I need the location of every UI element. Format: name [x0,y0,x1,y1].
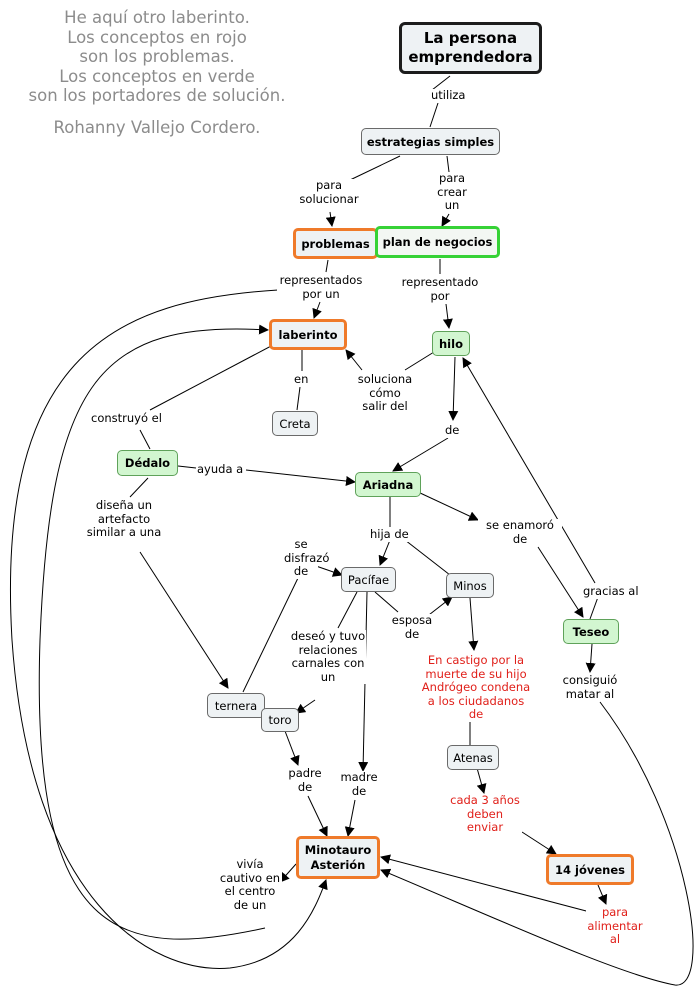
node-atenas[interactable]: Atenas [447,745,499,770]
node-dedalo[interactable]: Dédalo [117,450,178,476]
link-se-enamoro-de: se enamoró de [478,518,562,546]
link-disena-un-artefacto: diseña un artefacto similar a una [86,498,162,540]
intro-line: son los problemas. [79,47,235,66]
intro-text: He aquí otro laberinto. Los conceptos en… [12,8,302,137]
node-minos[interactable]: Minos [446,573,494,598]
link-consiguio-matar-al: consiguió matar al [558,673,622,701]
intro-line: Los conceptos en rojo [67,27,247,47]
link-de: de [445,423,460,438]
intro-line: Los conceptos en verde [59,66,255,86]
node-14-jovenes[interactable]: 14 jóvenes [546,854,634,885]
link-madre-de: madre de [338,770,380,798]
link-cada-3-anos: cada 3 años deben enviar [448,793,522,835]
link-en-castigo: En castigo por la muerte de su hijo Andr… [420,653,532,722]
node-problemas[interactable]: problemas [293,228,378,259]
link-para-crear-un: para crear un [432,171,472,213]
node-minotauro-asterion[interactable]: Minotauro Asterión [296,836,380,879]
node-persona-emprendedora[interactable]: La persona emprendedora [399,22,542,74]
node-laberinto[interactable]: laberinto [269,319,347,350]
link-hija-de: hija de [370,527,409,542]
link-gracias-al: gracias al [583,584,639,599]
node-hilo[interactable]: hilo [432,331,470,356]
link-vivia-cautivo: vivía cautivo en el centro de un [218,857,282,912]
author-credit: Rohanny Vallejo Cordero. [53,117,261,137]
link-ayuda-a: ayuda a [197,462,244,477]
node-teseo[interactable]: Teseo [563,619,619,644]
link-soluciona-como-salir-del: soluciona cómo salir del [356,372,414,414]
link-representado-por: representado por [399,275,481,303]
link-para-solucionar: para solucionar [296,178,362,206]
link-en: en [294,372,309,387]
link-esposa-de: esposa de [389,613,435,641]
intro-line: He aquí otro laberinto. [64,8,250,27]
link-padre-de: padre de [286,766,324,794]
node-estrategias-simples[interactable]: estrategias simples [361,128,500,155]
link-deseo-y-tuvo-relaciones: deseó y tuvo relaciones carnales con un [290,629,366,684]
node-pacifae[interactable]: Pacífae [341,567,396,592]
node-plan-de-negocios[interactable]: plan de negocios [375,226,500,258]
node-ternera[interactable]: ternera [207,693,265,718]
link-para-alimentar-al: para alimentar al [586,905,644,947]
node-ariadna[interactable]: Ariadna [355,472,421,497]
intro-line: son los portadores de solución. [28,86,286,105]
node-creta[interactable]: Creta [272,411,318,436]
link-representados-por-un: representados por un [277,273,365,301]
link-construyo-el: construyó el [91,411,162,426]
link-se-disfrazo-de: se disfrazó de [284,537,330,579]
link-utiliza: utiliza [431,88,466,103]
node-toro[interactable]: toro [261,708,299,732]
